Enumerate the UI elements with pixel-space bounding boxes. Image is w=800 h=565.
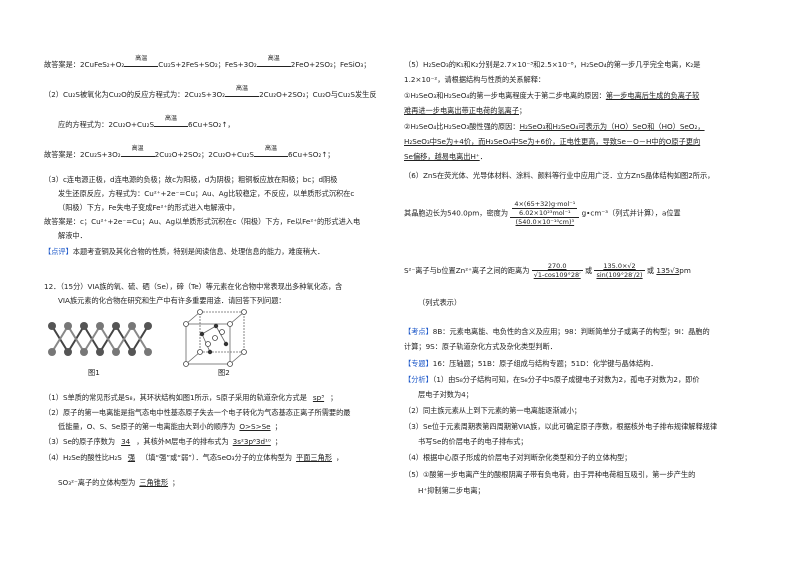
fenxi-line-4: （3）Se位于元素周期表第四周期第VIA族，以此可确定原子序数，根据核外电子排布…	[404, 422, 718, 431]
q5-line-4: 难再进一步电离出带正电荷的氢离子；	[404, 106, 527, 115]
figure-1-s8-ring	[48, 322, 152, 356]
fenxi-line-1: 【分析】（1）由S₈分子结构可知，在S₈分子中S原子成键电子对数为2，孤电子对数…	[404, 375, 700, 384]
kaodian-tag: 【考点】	[404, 327, 433, 336]
q6-note: （列式表示）	[418, 298, 462, 307]
answer-blank: O>S>Se	[239, 422, 271, 431]
answer-line-5: （3）c连电源正极，d连电源的负极；故c为阳极，d为阴极；粗铜板应放在阳极；bc…	[44, 175, 338, 184]
q5-line-6: H₂SeO₃中Se为+4价，而H₂SeO₄中Se为+6价，正电性更高，导致Se－…	[404, 137, 700, 146]
q5-line-1: （5）H₂SeO₃的K₁和K₂分别是2.7×10⁻³和2.5×10⁻⁸，H₂Se…	[404, 60, 701, 69]
answer-line-8: 故答案是：c；Cu²⁺+2e⁻=Cu；Au、Ag以单质形式沉积在c（阳极）下方，…	[44, 217, 361, 226]
figure-1-caption: 图1	[88, 368, 100, 377]
q5-line-3: ①H₂SeO₃和H₂SeO₄的第一步电离程度大于第二步电离的原因：第一步电离后生…	[404, 91, 700, 100]
fenxi-line-6: （4）根据中心原子形成的价层电子对判断杂化类型和分子的立体构型；	[404, 453, 632, 462]
answer-blank: 平面三角形	[296, 453, 332, 462]
fenxi-tag: 【分析】	[404, 375, 433, 384]
answer-line-6: 发生还原反应，方程式为：Cu²⁺+2e⁻=Cu；Au、Ag比较稳定，不反应，以单…	[58, 189, 355, 198]
figure-2-zns-cell	[183, 309, 247, 367]
answer-blank: 3s²3p⁶3d¹⁰	[232, 437, 271, 446]
answer-blank: Se偏移，越易电离出H⁺	[404, 152, 480, 161]
answer-line-7: （阳极）下方，Fe失电子变成Fe²⁺的形式进入电解液中，	[58, 203, 240, 212]
answer-blank: 第一步电离后生成的负离子较	[605, 91, 700, 100]
kaodian-line-1: 【考点】8B：元素电离能、电负性的含义及应用；98：判断简单分子或离子的构型；9…	[404, 327, 710, 336]
question-12-line-1: 12．（15分）VIA族的氧、硫、硒（Se），碲（Te）等元素在化合物中常表现出…	[44, 282, 343, 291]
distance-formula-1: 270.0√1-cos109°28′	[531, 262, 583, 280]
q5-line-7: Se偏移，越易电离出H⁺．	[404, 152, 487, 161]
figure-2-caption: 图2	[218, 368, 230, 377]
answer-blank: H₂SeO₃和H₂SeO₄可表示为（HO）SeO和（HO）SeO₂，	[519, 122, 705, 131]
distance-formula-3: 135√3	[656, 266, 680, 276]
q6-line-1: （6）ZnS在荧光体、光导体材料、涂料、颜料等行业中应用广泛．立方ZnS晶体结构…	[404, 171, 715, 180]
reaction-arrow: 高温	[154, 115, 189, 129]
answer-2-line-1: （2）原子的第一电离能是指气态电中性基态原子失去一个电子转化为气态基态正离子所需…	[44, 408, 351, 417]
reaction-arrow: 高温	[253, 145, 288, 159]
answer-blank: H₂SeO₃中Se为+4价，而H₂SeO₄中Se为+6价，正电性更高，导致Se－…	[404, 137, 701, 146]
comment-tag: 【点评】	[44, 247, 73, 256]
zhuanti-tag: 【专题】	[404, 359, 433, 368]
reaction-arrow: 高温	[120, 145, 155, 159]
zhuanti-line: 【专题】16：压轴题；51B：原子组成与结构专题；51D：化学键与晶体结构．	[404, 359, 658, 368]
fenxi-line-3: （2）同主族元素从上到下元素的第一电离能逐渐减小；	[404, 406, 582, 415]
answer-blank: 34	[121, 437, 131, 446]
answer-blank: 难再进一步电离出带正电荷的氢离子	[404, 106, 520, 115]
reaction-arrow: 高温	[256, 55, 291, 69]
fenxi-line-2: 层电子对数为4；	[418, 390, 473, 399]
question-12-line-2: VIA族元素的化合物在研究和生产中有许多重要用途．请回答下列问题：	[58, 296, 286, 305]
q5-line-5: ②H₂SeO₄比H₂SeO₃酸性强的原因：H₂SeO₃和H₂SeO₄可表示为（H…	[404, 122, 705, 131]
fenxi-line-8: H⁺抑制第二步电离；	[418, 486, 485, 495]
comment-line: 【点评】本题考查铜及其化合物的性质，特别是阅读信息、处理信息的能力，难度稍大．	[44, 247, 325, 256]
q6-distance-line: S²⁻离子与b位置Zn²⁺离子之间的距离为 270.0√1-cos109°28′…	[404, 262, 691, 280]
kaodian-line-2: 计算；9S：原子轨道杂化方式及杂化类型判断．	[404, 342, 557, 351]
fenxi-line-7: （5）①酸第一步电离产生的酸根阴离子带有负电荷，由于异种电荷相互吸引，第一步产生…	[404, 470, 696, 479]
fenxi-line-5: 书写Se的价层电子的电子排布式；	[418, 437, 528, 446]
answer-4-line-2: SO₃²⁻离子的立体构型为三角锥形；	[58, 478, 180, 487]
answer-blank: 三角锥形	[139, 478, 169, 487]
answer-line-9: 解液中．	[58, 231, 87, 240]
q5-line-2: 1.2×10⁻²，请根据结构与性质的关系解释：	[404, 75, 546, 84]
reaction-arrow: 高温	[225, 85, 260, 99]
answer-blank: 强	[127, 453, 136, 462]
reaction-arrow: 高温	[124, 55, 159, 69]
answer-blank: sp³	[312, 393, 325, 402]
